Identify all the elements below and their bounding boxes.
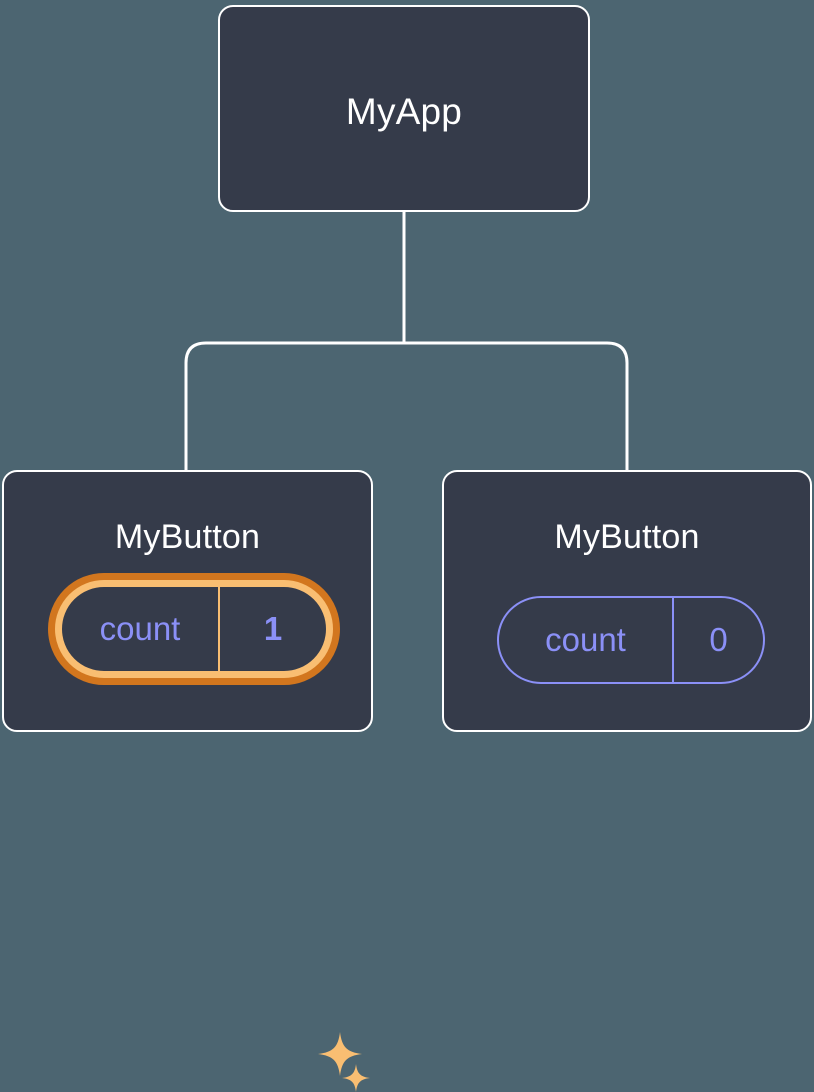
state-value-label: 0 xyxy=(709,621,728,658)
node-mybutton-left[interactable]: MyButton count 1 xyxy=(2,470,373,1092)
state-pill-divider xyxy=(218,587,220,671)
diagram-canvas: MyApp MyButton count 1 MyButton count 0 xyxy=(2,5,812,1092)
sparkle-small-icon xyxy=(342,1064,370,1092)
node-myapp[interactable]: MyApp xyxy=(218,5,590,212)
state-pill-highlighted[interactable]: count 1 xyxy=(48,573,340,685)
state-pill-divider xyxy=(672,598,674,682)
connector-branch-bar xyxy=(184,341,629,470)
node-myapp-label: MyApp xyxy=(345,91,463,132)
state-value-label: 1 xyxy=(263,610,283,647)
node-mybutton-left-label: MyButton xyxy=(114,518,261,556)
state-key-label: count xyxy=(99,610,181,647)
node-mybutton-right-label: MyButton xyxy=(554,518,700,556)
state-key-label: count xyxy=(545,621,626,658)
state-pill-inner-ring: count 1 xyxy=(55,580,333,678)
state-pill-plain[interactable]: count 0 xyxy=(497,596,765,684)
node-mybutton-right[interactable]: MyButton count 0 xyxy=(442,470,812,732)
